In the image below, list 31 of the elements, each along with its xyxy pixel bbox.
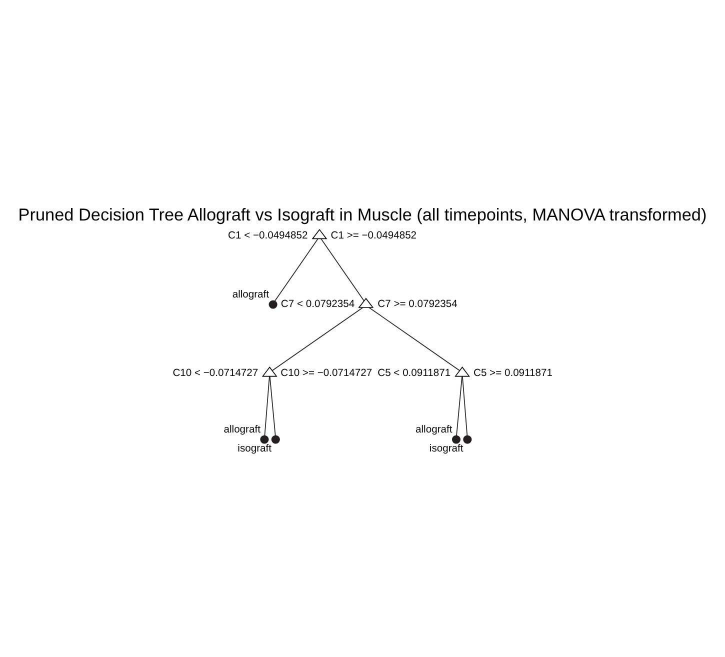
node-label: C1 >= −0.0494852 <box>330 230 417 241</box>
node-circle <box>260 434 269 444</box>
node-label: C10 >= −0.0714727 <box>280 367 372 378</box>
node-label: C10 < −0.0714727 <box>172 367 258 378</box>
node-label: C7 >= 0.0792354 <box>378 298 458 310</box>
connector <box>456 376 462 436</box>
node-triangle <box>358 297 374 308</box>
node-triangle <box>454 366 470 376</box>
node-label: C7 < 0.0792354 <box>280 298 355 310</box>
connector <box>368 306 460 370</box>
connector <box>264 376 270 436</box>
node-label: isograft <box>429 443 464 454</box>
node-label: C1 < −0.0494852 <box>228 230 308 241</box>
node-triangle <box>262 366 278 376</box>
node-label: C5 >= 0.0911871 <box>474 367 552 378</box>
node-triangle <box>312 228 328 239</box>
node-label: isograft <box>238 443 272 454</box>
connector <box>320 238 364 301</box>
node-circle <box>452 434 461 444</box>
node-circle <box>271 434 280 444</box>
diagram-title: Pruned Decision Tree Allograft vs Isograft in Muscle (all timepoints, MANOVA transformed) <box>18 204 707 224</box>
node-circle <box>268 300 278 308</box>
node-circle <box>463 434 472 444</box>
connector <box>274 238 318 301</box>
connector <box>272 306 364 370</box>
node-label: allograft <box>232 289 270 300</box>
node-label: allograft <box>224 424 260 436</box>
connector <box>269 376 276 436</box>
connector <box>462 376 468 436</box>
node-label: C5 < 0.0911871 <box>378 367 451 378</box>
node-label: allograft <box>416 424 452 436</box>
